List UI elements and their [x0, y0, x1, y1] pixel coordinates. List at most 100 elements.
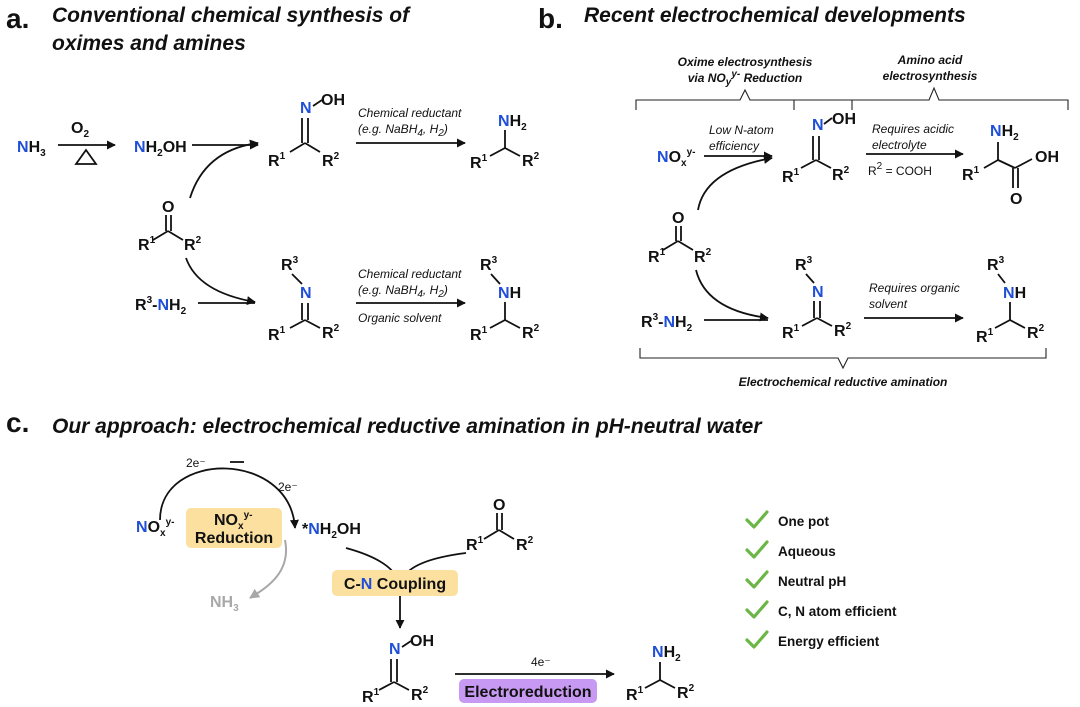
svg-text:NH: NH: [1003, 285, 1026, 302]
svg-text:N: N: [812, 117, 824, 134]
svg-text:OH: OH: [1035, 149, 1059, 166]
svg-text:R2: R2: [1027, 323, 1045, 342]
svg-text:OH: OH: [410, 633, 434, 650]
organic-line2: solvent: [869, 297, 908, 311]
oxime-b: N OH R1 R2: [782, 111, 856, 186]
nox-label-b: NOxy-: [657, 147, 695, 169]
svg-text:R1: R1: [782, 167, 800, 186]
svg-text:R3: R3: [281, 255, 299, 274]
check-icon: [745, 630, 769, 649]
svg-text:R1: R1: [648, 247, 666, 266]
svg-text:R2: R2: [522, 323, 540, 342]
panel-b: b. Recent electrochemical developments O…: [538, 3, 1069, 389]
svg-text:R2: R2: [411, 685, 429, 704]
svg-text:R1: R1: [976, 327, 994, 346]
benefit-item: Neutral pH: [745, 570, 846, 589]
oxygen-label: O2: [71, 120, 89, 140]
svg-text:R1: R1: [962, 165, 980, 184]
check-icon: [745, 510, 769, 529]
benefit-label: Energy efficient: [778, 634, 880, 649]
panel-c: c. Our approach: electrochemical reducti…: [6, 407, 897, 706]
electroreduction-label: Electroreduction: [464, 684, 591, 701]
reduction-cycle-arrow: [159, 467, 299, 529]
svg-text:R3: R3: [987, 255, 1005, 274]
secondary-amine-a: R3 NH R1 R2: [470, 255, 540, 344]
svg-text:R1: R1: [470, 153, 488, 172]
svg-text:N: N: [389, 641, 401, 658]
acidic-line1: Requires acidic: [872, 122, 954, 136]
svg-text:N: N: [812, 284, 824, 301]
brace-bottom-text: Electrochemical reductive amination: [739, 375, 948, 389]
ketone-to-oxime-arrow: [189, 139, 259, 199]
ammonia-byproduct: NH3: [210, 594, 239, 614]
ketone-to-imine-arrow-b: [695, 269, 769, 322]
electrons-label-4: 4e⁻: [531, 655, 551, 669]
electroreduction-box: [459, 679, 597, 703]
svg-text:R3: R3: [480, 255, 498, 274]
hydroxylamine-label: NH2OH: [134, 139, 187, 159]
imine-a: R3 N R1 R2: [268, 255, 340, 344]
svg-text:R1: R1: [466, 535, 484, 554]
ketone-to-oxime-arrow-b: [697, 155, 773, 211]
oxime-c: N OH R1 R2: [362, 633, 434, 706]
nox-box-line2: Reduction: [195, 530, 273, 547]
reductant-2-text: Chemical reductant: [358, 267, 462, 281]
solvent-text-a: Organic solvent: [358, 311, 442, 325]
reductant-2-example: (e.g. NaBH4, H2): [358, 283, 448, 300]
svg-text:R2: R2: [832, 165, 850, 184]
benefit-label: One pot: [778, 514, 829, 529]
ammonia-label: NH3: [17, 139, 46, 159]
panel-a: a. Conventional chemical synthesis of ox…: [6, 3, 540, 344]
benefit-item: C, N atom efficient: [745, 600, 897, 619]
svg-text:R2: R2: [516, 535, 534, 554]
ketone-b: O R1 R2: [648, 210, 712, 266]
check-icon: [745, 570, 769, 589]
svg-text:NH2: NH2: [652, 644, 681, 664]
brace-oxime-line1: Oxime electrosynthesis: [678, 55, 813, 69]
r2-cooh-text: R2 = COOH: [868, 161, 932, 178]
amine-reagent-a: R3-NH2: [135, 295, 187, 317]
panel-a-label: a.: [6, 3, 29, 34]
svg-text:R1: R1: [268, 325, 286, 344]
svg-text:NH2: NH2: [990, 123, 1019, 143]
nox-label-c: NOxy-: [136, 517, 174, 539]
svg-text:R1: R1: [626, 685, 644, 704]
secondary-amine-b: R3 NH R1 R2: [976, 255, 1045, 346]
benefit-label: C, N atom efficient: [778, 604, 897, 619]
benefit-item: Energy efficient: [745, 630, 880, 649]
svg-text:N: N: [300, 100, 312, 117]
brace-amino: [793, 86, 1069, 110]
cn-coupling-box: [332, 570, 458, 596]
benefits-list: One pot Aqueous Neutral pH C, N atom eff…: [745, 510, 897, 649]
svg-text:O: O: [672, 210, 684, 227]
svg-text:R2: R2: [322, 151, 340, 170]
oxime-a: N OH R1 R2: [268, 92, 345, 170]
panel-a-title-line2: oximes and amines: [52, 32, 246, 55]
benefit-label: Aqueous: [778, 544, 836, 559]
cn-coupling-label: C-N Coupling: [344, 576, 446, 593]
svg-text:R2: R2: [184, 235, 202, 254]
svg-text:O: O: [162, 199, 174, 216]
svg-text:R1: R1: [362, 687, 380, 706]
panel-a-title-line1: Conventional chemical synthesis of: [52, 4, 411, 27]
brace-bottom: [639, 348, 1047, 370]
svg-text:R1: R1: [138, 235, 156, 254]
svg-text:O: O: [1010, 191, 1022, 208]
svg-text:R3: R3: [795, 255, 813, 274]
reductant-1-example: (e.g. NaBH4, H2): [358, 122, 448, 139]
svg-text:O: O: [493, 497, 505, 514]
panel-b-label: b.: [538, 3, 563, 34]
adsorbed-hydroxylamine: *NH2OH: [302, 521, 361, 541]
svg-text:R2: R2: [834, 321, 852, 340]
svg-text:R1: R1: [268, 151, 286, 170]
panel-b-title: Recent electrochemical developments: [584, 4, 966, 27]
nox-reduction-box: [186, 508, 282, 548]
svg-text:R2: R2: [694, 247, 712, 266]
reductant-1-text: Chemical reductant: [358, 106, 462, 120]
svg-text:OH: OH: [321, 92, 345, 109]
ketone-to-imine-arrow: [185, 257, 256, 306]
benefit-item: Aqueous: [745, 540, 836, 559]
svg-text:R2: R2: [322, 323, 340, 342]
benefit-item: One pot: [745, 510, 829, 529]
